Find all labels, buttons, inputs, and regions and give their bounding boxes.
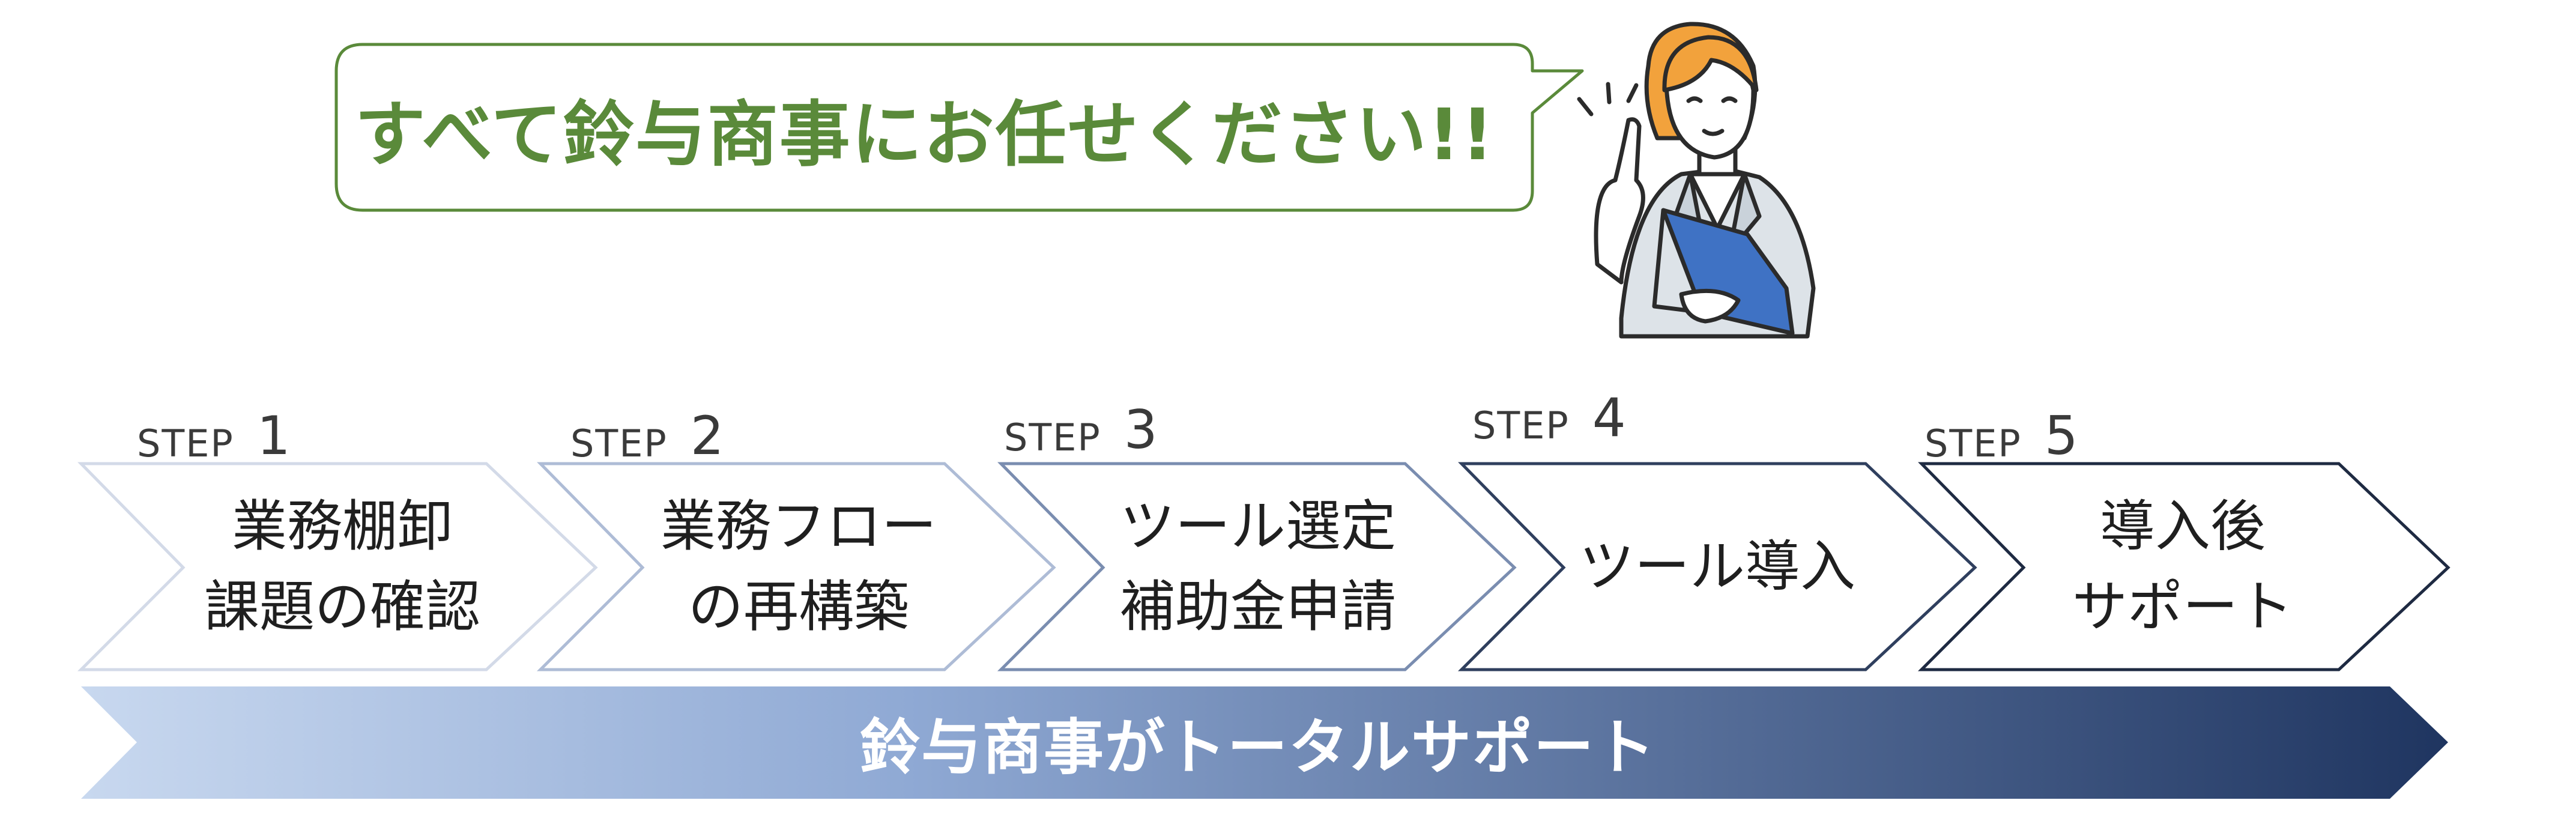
banner-text: 鈴与商事がトータルサポート <box>860 712 1656 783</box>
step-2-tag: STEP 2 <box>570 396 724 462</box>
step-word: STEP <box>570 422 668 465</box>
step-label-line: 補助金申請 <box>1119 574 1396 639</box>
step-word: STEP <box>1924 422 2022 465</box>
step-4-label: ツール導入 <box>1549 464 1885 670</box>
step-2-label: 業務フロー の再構築 <box>630 464 967 670</box>
step-3-label: ツール選定 補助金申請 <box>1090 464 1426 670</box>
step-2-chevron <box>536 462 1056 671</box>
step-label-line: ツール選定 <box>1119 494 1396 559</box>
step-1-label: 業務棚卸 課題の確認 <box>174 464 510 670</box>
step-4-tag: STEP 4 <box>1472 378 1626 444</box>
step-number: 2 <box>690 405 724 467</box>
step-label-line: 導入後 <box>2099 494 2266 559</box>
total-support-banner <box>81 686 2448 799</box>
step-number: 1 <box>256 405 291 467</box>
speech-bubble <box>334 43 1584 212</box>
step-5-chevron <box>1917 462 2451 671</box>
step-word: STEP <box>137 422 234 465</box>
step-label-line: の再構築 <box>688 574 909 639</box>
step-label-line: 業務フロー <box>660 494 937 559</box>
step-3-tag: STEP 3 <box>1004 390 1158 456</box>
step-word: STEP <box>1472 404 1570 447</box>
step-1-tag: STEP 1 <box>137 396 291 462</box>
businesswoman-holding-folder-icon <box>1577 22 1816 339</box>
step-4-chevron <box>1457 462 1977 671</box>
step-word: STEP <box>1004 416 1101 459</box>
step-label-line: 業務棚卸 <box>231 494 453 559</box>
step-label-line: 課題の確認 <box>204 574 480 639</box>
step-label-line: ツール導入 <box>1579 534 1855 599</box>
step-number: 3 <box>1123 399 1158 461</box>
speech-bubble-text: すべて鈴与商事にお任せください!! <box>354 92 1495 176</box>
step-label-line: サポート <box>2072 574 2293 639</box>
step-5-label: 導入後 サポート <box>2015 464 2351 670</box>
step-1-chevron <box>77 462 598 671</box>
step-3-chevron <box>997 462 1517 671</box>
step-5-tag: STEP 5 <box>1924 396 2078 462</box>
step-number: 5 <box>2044 405 2078 467</box>
step-number: 4 <box>1592 387 1626 449</box>
